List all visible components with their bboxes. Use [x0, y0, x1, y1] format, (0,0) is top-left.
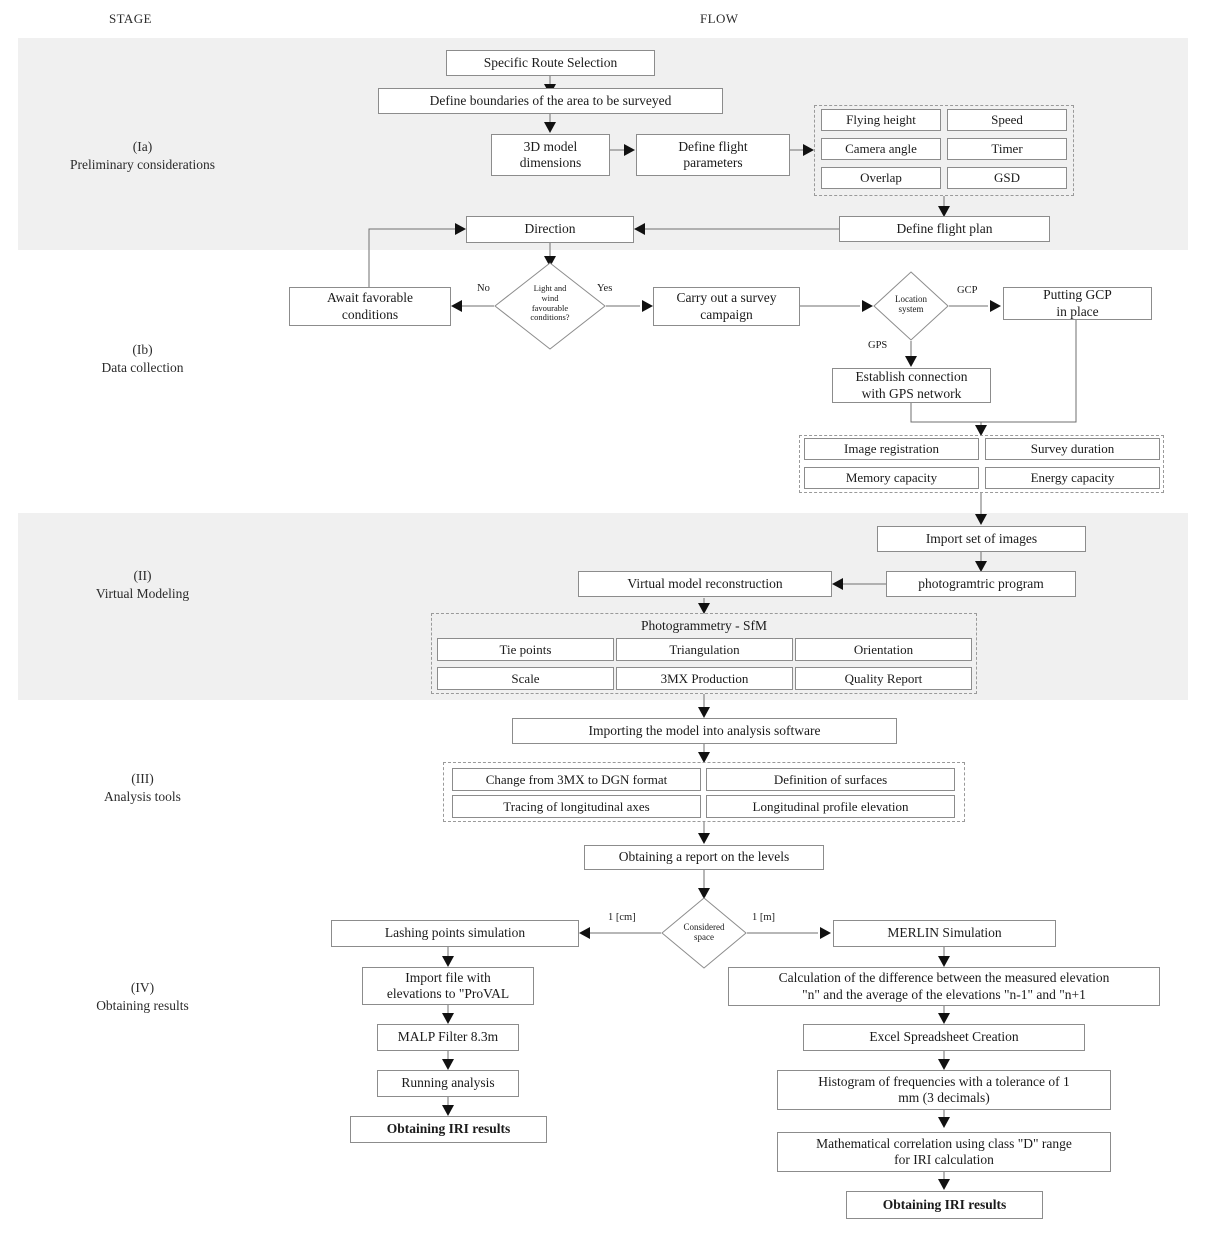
edge-label-1-m: 1 [m] [752, 912, 776, 923]
group-flight-parameters [814, 105, 1074, 196]
group-item-scale[interactable]: Scale [437, 667, 614, 690]
node-excel-spreadsheet-creation[interactable]: Excel Spreadsheet Creation [803, 1024, 1085, 1051]
node-direction[interactable]: Direction [466, 216, 634, 243]
node-obtaining-iri-results-right[interactable]: Obtaining IRI results [846, 1191, 1043, 1219]
node-obtaining-report-levels[interactable]: Obtaining a report on the levels [584, 845, 824, 870]
group-item-camera-angle[interactable]: Camera angle [821, 138, 941, 160]
stage-label-ii-roman: (II) [133, 568, 152, 583]
group-item-gsd[interactable]: GSD [947, 167, 1067, 189]
stage-label-iii-roman: (III) [131, 771, 154, 786]
edge-label-no: No [477, 283, 490, 294]
node-putting-gcp-in-place-label: Putting GCP in place [1043, 287, 1112, 319]
group-item-definition-of-surfaces[interactable]: Definition of surfaces [706, 768, 955, 791]
node-obtaining-iri-results-left[interactable]: Obtaining IRI results [350, 1116, 547, 1143]
node-await-favorable-conditions-label: Await favorable conditions [326, 290, 414, 322]
node-importing-model-analysis-software[interactable]: Importing the model into analysis softwa… [512, 718, 897, 744]
stage-label-iv-name: Obtaining results [96, 998, 189, 1014]
group-item-orientation[interactable]: Orientation [795, 638, 972, 661]
node-lashing-points-simulation[interactable]: Lashing points simulation [331, 920, 579, 947]
node-putting-gcp-in-place[interactable]: Putting GCP in place [1003, 287, 1152, 320]
group-analysis-tools [443, 762, 965, 822]
stage-label-ib-roman: (Ib) [132, 342, 153, 357]
group-item-change-3mx-to-dgn[interactable]: Change from 3MX to DGN format [452, 768, 701, 791]
edge-label-gps: GPS [868, 340, 888, 351]
group-item-image-registration[interactable]: Image registration [804, 438, 979, 460]
group-item-longitudinal-profile-elevation[interactable]: Longitudinal profile elevation [706, 795, 955, 818]
node-merlin-simulation[interactable]: MERLIN Simulation [833, 920, 1056, 947]
node-establish-gps-connection[interactable]: Establish connection with GPS network [832, 368, 991, 403]
node-import-file-proval-label: Import file with elevations to "ProVAL [386, 969, 510, 1001]
column-header-stage: STAGE [109, 11, 152, 26]
stage-label-ib-name: Data collection [101, 360, 184, 376]
group-item-energy-capacity[interactable]: Energy capacity [985, 467, 1160, 489]
group-item-speed[interactable]: Speed [947, 109, 1067, 131]
group-item-memory-capacity[interactable]: Memory capacity [804, 467, 979, 489]
node-mathematical-correlation[interactable]: Mathematical correlation using class "D"… [777, 1132, 1111, 1172]
node-specific-route-selection[interactable]: Specific Route Selection [446, 50, 655, 76]
group-item-tie-points[interactable]: Tie points [437, 638, 614, 661]
edge-label-gcp: GCP [957, 285, 978, 296]
group-item-quality-report[interactable]: Quality Report [795, 667, 972, 690]
node-define-flight-parameters-label: Define flight parameters [678, 138, 748, 170]
group-capacity [799, 435, 1164, 493]
stage-label-ia-roman: (Ia) [132, 139, 153, 154]
stage-label-ia: (Ia) Preliminary considerations [45, 138, 240, 174]
node-histogram-frequencies[interactable]: Histogram of frequencies with a toleranc… [777, 1070, 1111, 1110]
edge-label-yes: Yes [597, 283, 613, 294]
stage-label-iv: (IV) Obtaining results [45, 979, 240, 1015]
node-calculation-difference-label: Calculation of the difference between th… [778, 970, 1110, 1002]
decision-considered-space[interactable]: Considered space [661, 897, 747, 969]
group-item-survey-duration[interactable]: Survey duration [985, 438, 1160, 460]
stage-label-ii-name: Virtual Modeling [95, 586, 190, 602]
group-item-timer[interactable]: Timer [947, 138, 1067, 160]
group-item-flying-height[interactable]: Flying height [821, 109, 941, 131]
node-await-favorable-conditions[interactable]: Await favorable conditions [289, 287, 451, 326]
node-define-flight-parameters[interactable]: Define flight parameters [636, 134, 790, 176]
node-malp-filter[interactable]: MALP Filter 8.3m [377, 1024, 519, 1051]
stage-label-iv-roman: (IV) [130, 980, 155, 995]
node-calculation-difference[interactable]: Calculation of the difference between th… [728, 967, 1160, 1006]
node-photogrametric-program[interactable]: photogramtric program [886, 571, 1076, 597]
decision-location-system[interactable]: Location system [873, 271, 949, 341]
node-virtual-model-reconstruction[interactable]: Virtual model reconstruction [578, 571, 832, 597]
node-establish-gps-connection-label: Establish connection with GPS network [855, 369, 968, 401]
node-3d-model-dimensions-label: 3D model dimensions [519, 138, 582, 170]
node-mathematical-correlation-label: Mathematical correlation using class "D"… [816, 1135, 1072, 1167]
node-define-boundaries[interactable]: Define boundaries of the area to be surv… [378, 88, 723, 114]
edge-label-1-cm: 1 [cm] [608, 912, 636, 923]
stage-label-ia-name: Preliminary considerations [69, 157, 216, 173]
node-running-analysis[interactable]: Running analysis [377, 1070, 519, 1097]
group-item-triangulation[interactable]: Triangulation [616, 638, 793, 661]
column-header-flow: FLOW [700, 11, 739, 26]
group-photogrammetry-title: Photogrammetry - SfM [641, 618, 767, 633]
group-photogrammetry [431, 613, 977, 694]
stage-label-iii-name: Analysis tools [104, 789, 181, 805]
node-import-set-of-images[interactable]: Import set of images [877, 526, 1086, 552]
node-carry-out-survey-campaign[interactable]: Carry out a survey campaign [653, 287, 800, 326]
group-item-tracing-longitudinal-axes[interactable]: Tracing of longitudinal axes [452, 795, 701, 818]
node-3d-model-dimensions[interactable]: 3D model dimensions [491, 134, 610, 176]
group-item-overlap[interactable]: Overlap [821, 167, 941, 189]
node-carry-out-survey-campaign-label: Carry out a survey campaign [676, 290, 777, 322]
stage-label-ib: (Ib) Data collection [45, 341, 240, 377]
node-histogram-frequencies-label: Histogram of frequencies with a toleranc… [818, 1073, 1070, 1105]
node-import-file-proval[interactable]: Import file with elevations to "ProVAL [362, 967, 534, 1005]
stage-label-iii: (III) Analysis tools [45, 770, 240, 806]
stage-label-ii: (II) Virtual Modeling [45, 567, 240, 603]
group-item-3mx-production[interactable]: 3MX Production [616, 667, 793, 690]
decision-light-wind[interactable]: Light and wind favourable conditions? [494, 262, 606, 350]
node-define-flight-plan[interactable]: Define flight plan [839, 216, 1050, 242]
